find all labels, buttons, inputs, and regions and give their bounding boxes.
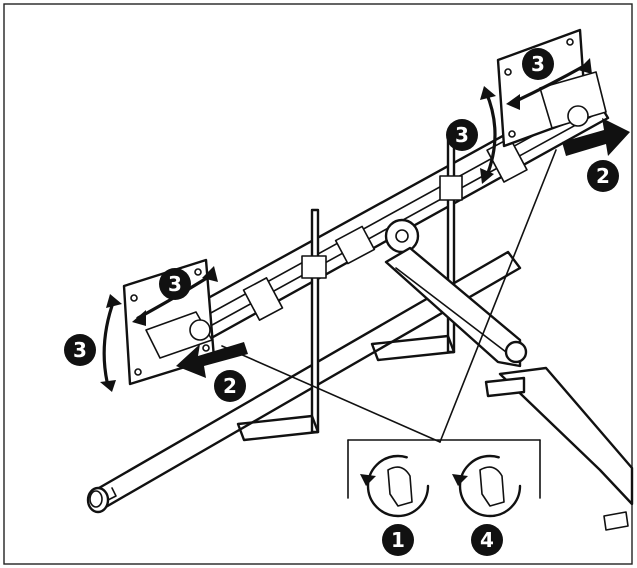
rotate-arrow-left-side <box>100 294 122 392</box>
badge-loosen: 1 <box>382 524 414 556</box>
badge-push-left: 2 <box>214 370 246 402</box>
tighten-knob-illustration <box>452 454 522 518</box>
badge-rotate-left-side: 3 <box>64 334 96 366</box>
svg-text:4: 4 <box>480 528 494 552</box>
support-arm <box>384 218 634 531</box>
left-post <box>236 208 327 442</box>
svg-text:3: 3 <box>455 123 469 147</box>
badge-rotate-left-top: 3 <box>159 268 191 300</box>
svg-text:3: 3 <box>73 338 87 362</box>
knob-inset <box>347 439 541 518</box>
rotate-arrow-right-side <box>480 86 497 184</box>
svg-text:3: 3 <box>531 52 545 76</box>
loosen-knob-illustration <box>360 454 430 518</box>
badge-rotate-right-top: 3 <box>522 48 554 80</box>
svg-text:2: 2 <box>596 164 610 188</box>
rotate-arrow-right-top <box>506 58 592 110</box>
push-arrow-right <box>562 118 630 156</box>
beam-clamp-right <box>486 137 528 183</box>
svg-text:3: 3 <box>168 272 182 296</box>
badge-tighten: 4 <box>471 524 503 556</box>
badge-push-right: 2 <box>587 160 619 192</box>
beam-clamp-left <box>242 277 284 321</box>
desk-pole <box>86 250 522 514</box>
svg-text:2: 2 <box>223 374 237 398</box>
leader-lines <box>221 149 557 443</box>
beam-center-block <box>334 225 376 265</box>
push-arrow-left <box>176 342 248 378</box>
svg-text:1: 1 <box>391 528 405 552</box>
badge-rotate-right-side: 3 <box>446 119 478 151</box>
